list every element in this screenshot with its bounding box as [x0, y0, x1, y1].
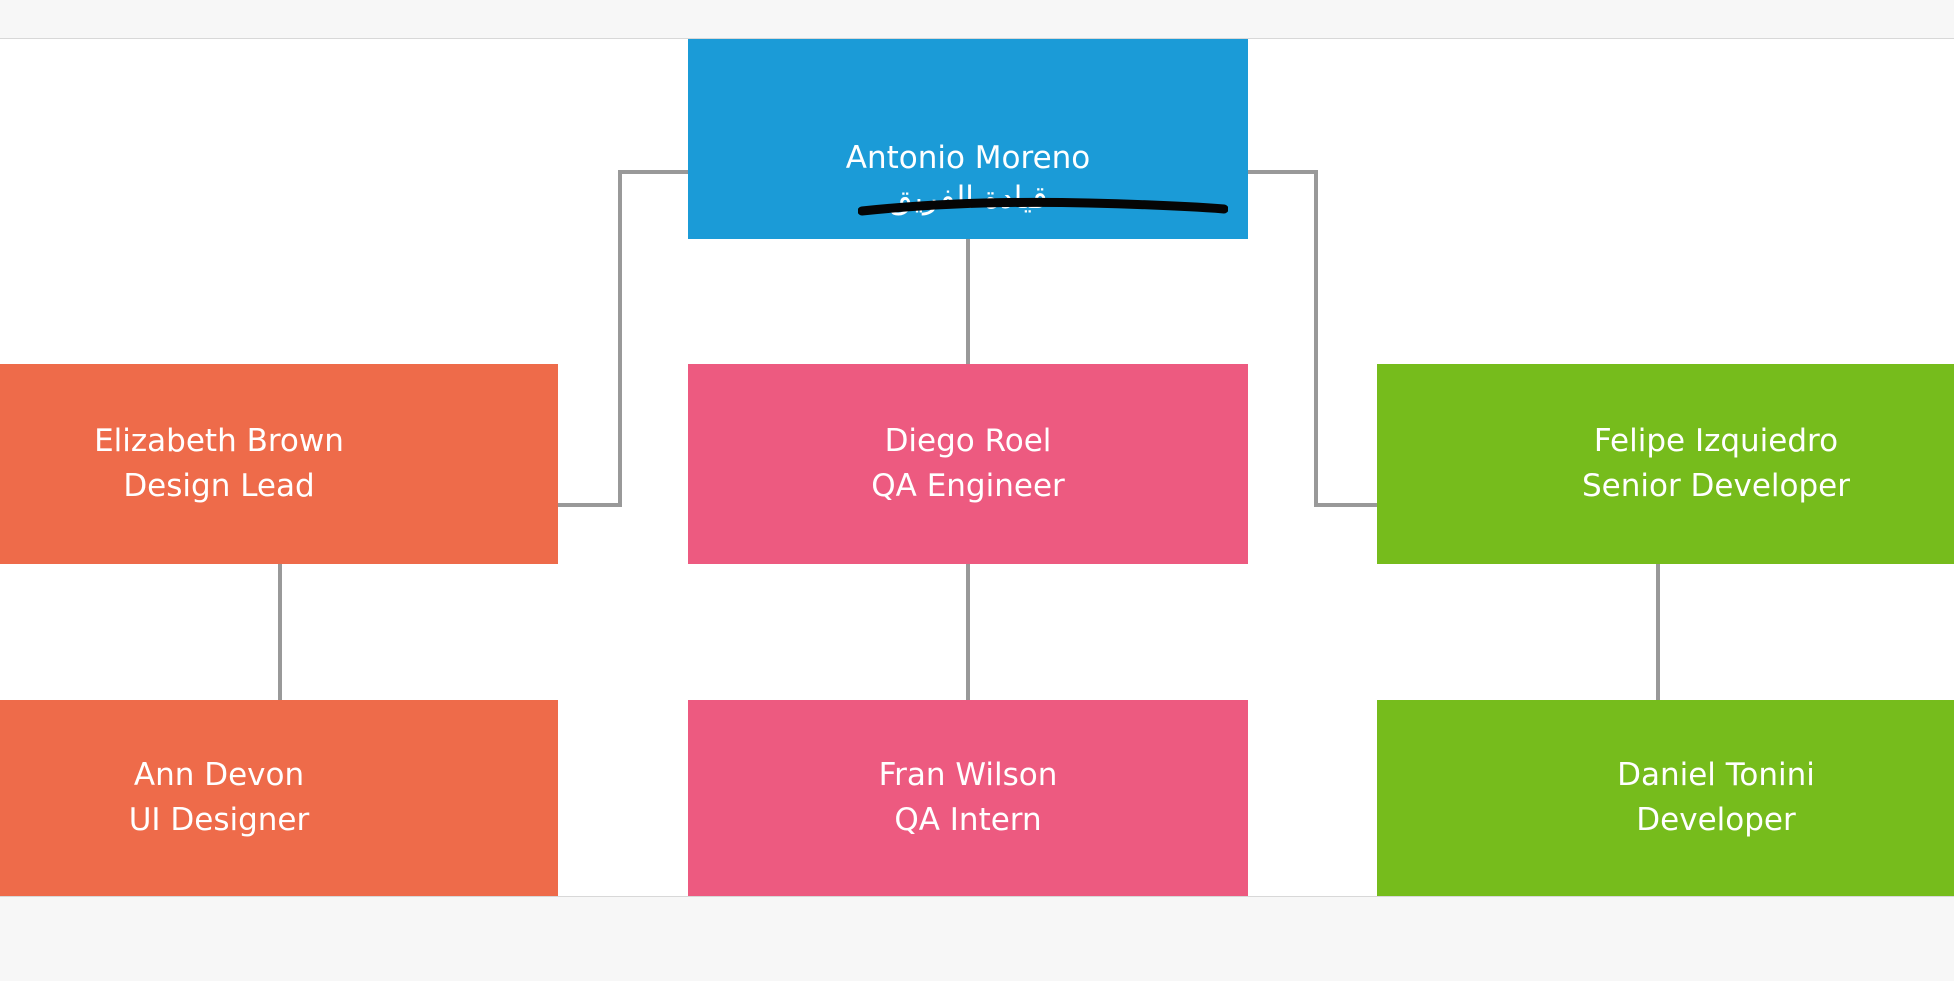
- org-node-title: Developer: [1636, 802, 1796, 838]
- org-node-name: Daniel Tonini: [1617, 757, 1815, 794]
- org-node-title: QA Engineer: [871, 468, 1065, 504]
- org-node-name: Ann Devon: [133, 757, 305, 794]
- org-node-name: Felipe Izquiedro: [1593, 423, 1839, 460]
- org-node-title: قيادة الفريق: [888, 180, 1048, 217]
- org-node-title: Design Lead: [123, 468, 315, 504]
- org-node-title: Senior Developer: [1581, 468, 1850, 504]
- org-node-title: QA Intern: [894, 802, 1042, 838]
- org-node-fran-wilson[interactable]: Fran Wilson QA Intern: [688, 700, 1248, 896]
- org-node-name: Elizabeth Brown: [94, 423, 344, 460]
- org-node-diego-roel[interactable]: Diego Roel QA Engineer: [688, 364, 1248, 564]
- chart-canvas[interactable]: Antonio Moreno قيادة الفريق Elizabeth Br…: [0, 38, 1954, 897]
- connector-root-to-elizabeth: [558, 170, 688, 507]
- org-node-title: UI Designer: [128, 802, 310, 838]
- org-node-elizabeth-brown[interactable]: Elizabeth Brown Design Lead: [0, 364, 558, 564]
- org-node-name: Fran Wilson: [878, 757, 1058, 794]
- org-node-ann-devon[interactable]: Ann Devon UI Designer: [0, 700, 558, 896]
- org-node-daniel-tonini[interactable]: Daniel Tonini Developer: [1377, 700, 1954, 896]
- org-node-felipe-izquiedro[interactable]: Felipe Izquiedro Senior Developer: [1377, 364, 1954, 564]
- connector-root-to-felipe: [1248, 170, 1377, 507]
- org-node-name: Diego Roel: [884, 423, 1052, 460]
- org-node-root[interactable]: Antonio Moreno قيادة الفريق: [688, 39, 1248, 239]
- org-node-name: Antonio Moreno: [845, 139, 1091, 176]
